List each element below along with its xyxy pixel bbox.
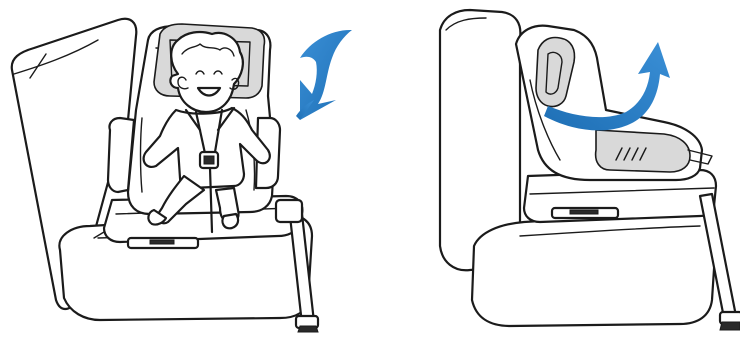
left-panel [12,19,352,332]
rotate-clockwise-arrow-icon [296,30,352,120]
child-seat-shell-right [516,26,712,180]
right-panel [440,10,740,330]
